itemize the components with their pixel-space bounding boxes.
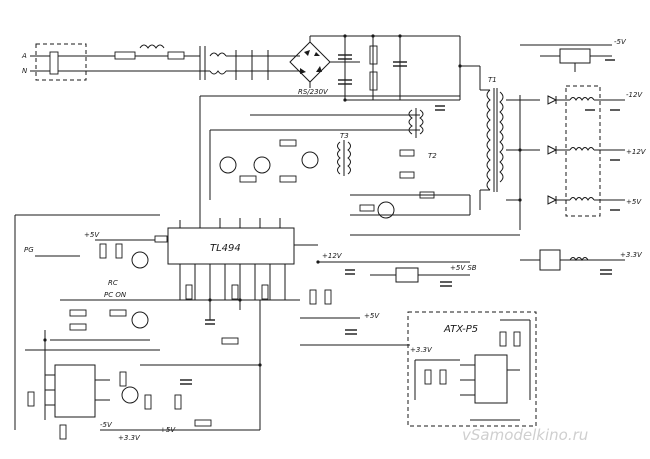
aux-5vsb-label: +5V SB [450,264,477,272]
t2-label: T2 [428,152,437,160]
bridge-rectifier: RS/230V [289,35,460,96]
bottom-neg5-label: -5V [100,421,113,429]
pg-label: PG [24,246,34,254]
t1-label: T1 [488,76,497,84]
pc-on-label: PC ON [104,291,127,299]
bottom-pos5-label: +5V [160,426,176,434]
tl494-chip [167,227,295,265]
transformer-t1: T1 [479,66,504,210]
bulk-capacitors [338,36,480,101]
rc-label: RC [108,279,118,287]
left-5v-label: +5V [84,231,100,239]
neg5v-regulator: -5V [520,38,627,72]
atx-p5-label: ATX-P5 [443,324,478,335]
standby-supply: +12V +5V SB +5V [300,252,477,346]
mains-label-n: N [22,67,28,75]
output-rails: -12V +12V +5V +3.3V [506,85,647,275]
out-pos3v3-label: +3.3V [620,251,643,259]
junction-dots [43,34,522,367]
out-neg5-label: -5V [614,38,627,46]
bottom-3v3-label: +3.3V [118,434,141,442]
bridge-label: RS/230V [298,88,329,96]
t3-label: T3 [340,132,349,140]
aux-12v-label: +12V [322,252,343,260]
tl494-label: TL494 [210,243,241,254]
out-neg12-label: -12V [626,91,643,99]
bottom-rails: -5V +3.3V +5V [100,300,261,442]
atx-p5-block: ATX-P5 +3.3V [407,311,537,427]
pg-logic-section: PG +5V RC PC ON [14,214,160,440]
watermark-text: vSamodelkino.ru [462,426,588,444]
mains-label-a: A [21,52,27,60]
atx-3v3-label: +3.3V [410,346,433,354]
tl494-controller: TL494 [130,218,318,325]
out-pos5-label: +5V [626,198,642,206]
mains-input-section: A N [21,43,300,81]
driver-stage: T3 T2 [199,95,520,236]
out-pos12-label: +12V [626,148,647,156]
aux-5v-label: +5V [364,312,380,320]
